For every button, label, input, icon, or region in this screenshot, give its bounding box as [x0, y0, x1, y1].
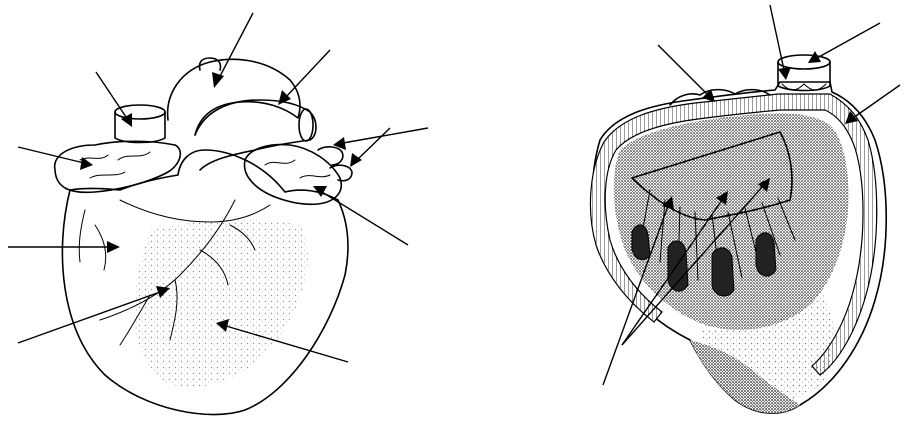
arrow-11 [770, 5, 784, 70]
aorta-opening [778, 55, 830, 69]
arrow-1 [218, 13, 253, 80]
arrow-3 [96, 72, 128, 120]
arrowhead [80, 157, 93, 170]
arrowhead [350, 153, 362, 167]
arrow-6b [357, 128, 390, 160]
arrow-10 [658, 45, 708, 95]
ventricle-stipple [134, 220, 308, 387]
arrowhead [107, 241, 120, 253]
right-auricle [55, 141, 181, 192]
internal-heart [590, 5, 900, 413]
semilunar-valve [782, 84, 826, 90]
pulmonary-veins [318, 147, 352, 181]
left-auricle-folds [265, 160, 330, 178]
arrowhead [121, 113, 132, 127]
coronary-sulcus [120, 200, 270, 222]
arrow-7 [322, 192, 408, 245]
arrowhead [212, 72, 224, 88]
arrowhead [778, 67, 791, 80]
arrow-12 [817, 23, 880, 58]
aortic-arch [168, 59, 300, 135]
external-heart [8, 13, 428, 415]
arrow-6a [343, 128, 428, 143]
arrow-4 [18, 147, 84, 163]
arrow-13 [853, 85, 900, 118]
pulmonary-trunk-opening [299, 109, 313, 141]
arrow-2 [285, 50, 330, 98]
